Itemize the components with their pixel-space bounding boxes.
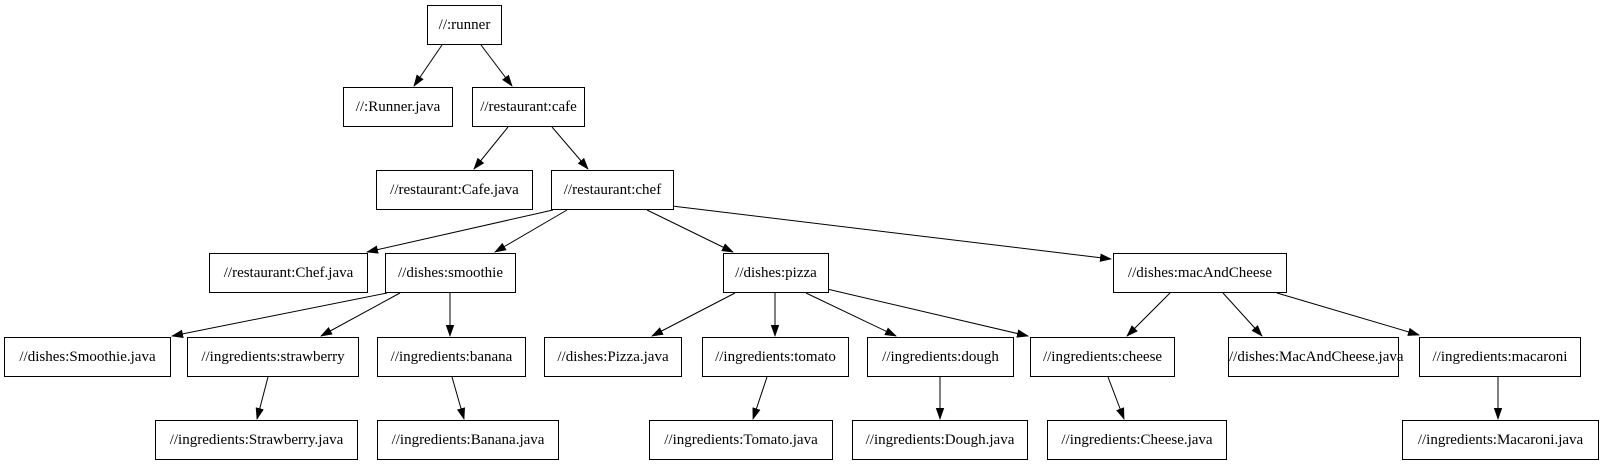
edge-chef-to-pizza xyxy=(646,209,734,253)
node-banana-java: //ingredients:Banana.java xyxy=(377,420,559,460)
edge-pizza-to-pizza-java xyxy=(651,292,736,337)
edge-mac-and-cheese-to-cheese xyxy=(1126,292,1171,337)
node-pizza-java: //dishes:Pizza.java xyxy=(544,337,682,377)
edge-banana-to-banana-java xyxy=(451,376,466,420)
edge-cafe-to-cafe-java xyxy=(473,126,509,170)
edge-pizza-to-dough xyxy=(805,292,897,337)
node-tomato: //ingredients:tomato xyxy=(702,337,849,377)
node-macaroni-java: //ingredients:Macaroni.java xyxy=(1402,420,1599,460)
node-cheese: //ingredients:cheese xyxy=(1030,337,1175,377)
edge-mac-and-cheese-to-macaroni xyxy=(1276,292,1420,336)
node-tomato-java: //ingredients:Tomato.java xyxy=(649,420,833,460)
node-cafe-java: //restaurant:Cafe.java xyxy=(376,170,533,210)
edge-chef-to-smoothie xyxy=(494,209,568,253)
node-runner-java: //:Runner.java xyxy=(343,87,453,127)
node-strawberry-java: //ingredients:Strawberry.java xyxy=(155,420,358,460)
edge-pizza-to-cheese xyxy=(826,288,1029,338)
node-smoothie-java: //dishes:Smoothie.java xyxy=(4,337,171,377)
node-smoothie: //dishes:smoothie xyxy=(385,253,516,293)
edge-chef-to-mac-and-cheese xyxy=(671,205,1112,262)
edge-smoothie-to-strawberry xyxy=(320,292,401,337)
edge-mac-and-cheese-to-mac-and-cheese-java xyxy=(1222,292,1263,337)
node-strawberry: //ingredients:strawberry xyxy=(187,337,359,377)
node-banana: //ingredients:banana xyxy=(377,337,526,377)
edge-strawberry-to-strawberry-java xyxy=(255,376,269,420)
edge-cheese-to-cheese-java xyxy=(1107,376,1125,420)
node-cafe: //restaurant:cafe xyxy=(472,87,585,127)
node-dough-java: //ingredients:Dough.java xyxy=(852,420,1028,460)
node-runner: //:runner xyxy=(427,5,502,45)
node-dough: //ingredients:dough xyxy=(867,337,1014,377)
node-mac-and-cheese: //dishes:macAndCheese xyxy=(1113,253,1287,293)
edge-tomato-to-tomato-java xyxy=(752,376,768,420)
node-cheese-java: //ingredients:Cheese.java xyxy=(1047,420,1227,460)
edge-chef-to-chef-java xyxy=(366,209,554,254)
node-chef: //restaurant:chef xyxy=(551,170,674,210)
edge-runner-to-runner-java xyxy=(413,44,443,87)
edge-runner-to-cafe xyxy=(480,44,513,87)
node-macaroni: //ingredients:macaroni xyxy=(1419,337,1581,377)
node-chef-java: //restaurant:Chef.java xyxy=(209,253,368,293)
node-mac-and-cheese-java: //dishes:MacAndCheese.java xyxy=(1228,337,1404,377)
edge-cafe-to-chef xyxy=(551,126,589,170)
node-pizza: //dishes:pizza xyxy=(723,253,829,293)
edge-smoothie-to-smoothie-java xyxy=(171,292,388,338)
